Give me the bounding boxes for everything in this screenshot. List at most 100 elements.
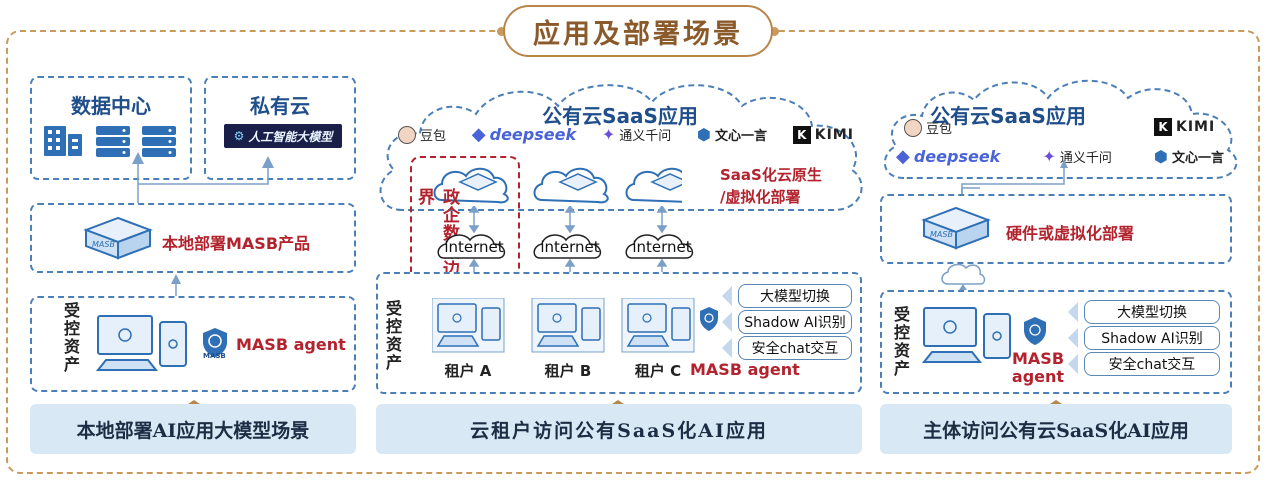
small-cloud-icon [941, 263, 986, 285]
private-cloud-label: 私有云 [250, 94, 310, 118]
robot-icon: ⚙ [233, 129, 245, 143]
shield-badge-icon [700, 307, 718, 331]
cloud-masb-icon [433, 167, 509, 204]
agent-badge-caption: MASB [203, 352, 226, 360]
right-feature-model-switch: 大模型切换 [1084, 300, 1220, 324]
page-title: 应用及部署场景 [503, 5, 773, 57]
masb-device-icon [83, 216, 153, 260]
tenant-computers [432, 298, 695, 353]
cloud-masb-icon [625, 167, 682, 203]
right-agent-line2: agent [1011, 367, 1065, 386]
deepseek-label: deepseek [489, 125, 577, 144]
feature-arrow-icon [1068, 302, 1078, 322]
doubao-avatar-icon [398, 125, 416, 144]
right-cloud-shape [883, 79, 1238, 179]
internet-label-c: internet [632, 238, 692, 256]
doubao-label: 豆包 [926, 122, 953, 137]
computer-icon [96, 315, 187, 371]
middle-agent-label: MASB agent [690, 360, 800, 379]
tongyi-brand: ✦ 通义千问 [602, 124, 671, 145]
whale-icon: ◆ [896, 146, 910, 167]
wenxin-icon: ⬢ [697, 125, 711, 144]
kimi-logo-icon: K [1154, 118, 1172, 136]
computer-icon [922, 307, 1011, 363]
hw-deploy-label: 硬件或虚拟化部署 [1006, 224, 1135, 243]
feature-arrow-icon [722, 286, 732, 306]
left-scenario-bar: 本地部署AI应用大模型场景 [30, 404, 356, 454]
shield-badge-icon [203, 328, 227, 357]
internet-clouds [437, 234, 694, 259]
masb-device-caption: MASB [930, 230, 953, 239]
feature-arrow-icon [722, 312, 732, 332]
deepseek-brand: ◆ deepseek [472, 124, 576, 145]
doubao-label: 豆包 [420, 129, 447, 144]
title-dot-left [497, 27, 506, 36]
whale-icon: ◆ [471, 124, 486, 145]
feature-secure-chat: 安全chat交互 [738, 336, 852, 360]
server-stack-icon [142, 126, 176, 157]
cloud-masb-instances [433, 167, 682, 204]
right-agent-label: MASB agent [1006, 350, 1070, 386]
computer-icon [432, 298, 505, 353]
tongyi-icon: ✦ [601, 125, 616, 144]
middle-assets-label: 受控资产 [383, 300, 402, 372]
right-scenario-bar: 主体访问公有云SaaS化AI应用 [880, 404, 1232, 454]
saas-note-line1: SaaS化云原生 [720, 166, 822, 184]
kimi-logo-icon: K [792, 125, 811, 144]
right-feature-secure-chat: 安全chat交互 [1084, 352, 1220, 376]
internet-cloud-icon [437, 234, 506, 259]
middle-scenario-bar: 云租户访问公有SaaS化AI应用 [376, 404, 862, 454]
computer-icon [621, 298, 695, 353]
right-brand-row: ◆ deepseek ✦ 通义千问 ⬢ 文心一言 [896, 146, 1224, 167]
tongyi-label: 通义千问 [619, 129, 672, 144]
server-stack-icon [96, 126, 130, 157]
deepseek-brand: ◆ deepseek [896, 146, 1000, 167]
saas-note-line2: /虚拟化部署 [720, 188, 801, 206]
feature-model-switch: 大模型切换 [738, 284, 852, 308]
left-top-connectors [132, 152, 274, 216]
middle-brand-row: 豆包 ◆ deepseek ✦ 通义千问 ⬢ 文心一言 K KIMI [398, 124, 854, 145]
right-kimi-brand: K KIMI [1154, 118, 1215, 136]
tongyi-label: 通义千问 [1059, 151, 1112, 166]
left-assets-box [30, 296, 356, 392]
kimi-label: KIMI [1176, 119, 1216, 135]
tenant-a-label: 租户 A [444, 362, 492, 380]
masb-device-caption: MASB [92, 240, 115, 249]
deepseek-label: deepseek [913, 147, 1001, 166]
tongyi-icon: ✦ [1042, 147, 1056, 166]
wenxin-brand: ⬢ 文心一言 [697, 124, 767, 145]
doubao-avatar-icon [904, 118, 922, 137]
feature-arrow-icon [722, 338, 732, 358]
cloud-masb-icon [533, 167, 609, 204]
datacenter-label: 数据中心 [71, 94, 151, 118]
wenxin-brand: ⬢ 文心一言 [1154, 146, 1224, 167]
tongyi-brand: ✦ 通义千问 [1042, 146, 1111, 167]
internet-cloud-icon [625, 234, 694, 259]
feature-arrow-icon [1068, 328, 1078, 348]
right-agent-line1: MASB [1011, 349, 1065, 368]
shield-badge-icon [1024, 317, 1046, 345]
datacenter-icons [44, 126, 176, 157]
internet-cloud-icon [533, 234, 602, 259]
tenant-c-label: 租户 C [634, 362, 682, 380]
right-assets-label: 受控资产 [891, 306, 910, 378]
right-feature-shadow-ai: Shadow AI识别 [1084, 326, 1220, 350]
local-masb-box [30, 203, 356, 273]
middle-cloud-title: 公有云SaaS应用 [542, 104, 698, 128]
internet-label-b: internet [540, 238, 600, 256]
computer-icon [531, 298, 605, 353]
ai-model-banner: ⚙ 人工智能大模型 [224, 124, 342, 148]
wenxin-icon: ⬢ [1154, 147, 1168, 166]
left-assets-label: 受控资产 [61, 302, 80, 374]
masb-device-icon [921, 206, 991, 250]
kimi-label: KIMI [814, 126, 854, 143]
title-dot-right [770, 27, 779, 36]
wenxin-label: 文心一言 [1171, 151, 1224, 166]
kimi-brand: K KIMI [792, 124, 854, 145]
right-cloud-title: 公有云SaaS应用 [930, 104, 1086, 128]
right-doubao-brand: 豆包 [904, 118, 952, 137]
feature-shadow-ai: Shadow AI识别 [738, 310, 852, 334]
feature-arrow-icon [1068, 354, 1078, 374]
ai-model-banner-text: 人工智能大模型 [248, 129, 333, 144]
doubao-brand: 豆包 [398, 124, 446, 145]
